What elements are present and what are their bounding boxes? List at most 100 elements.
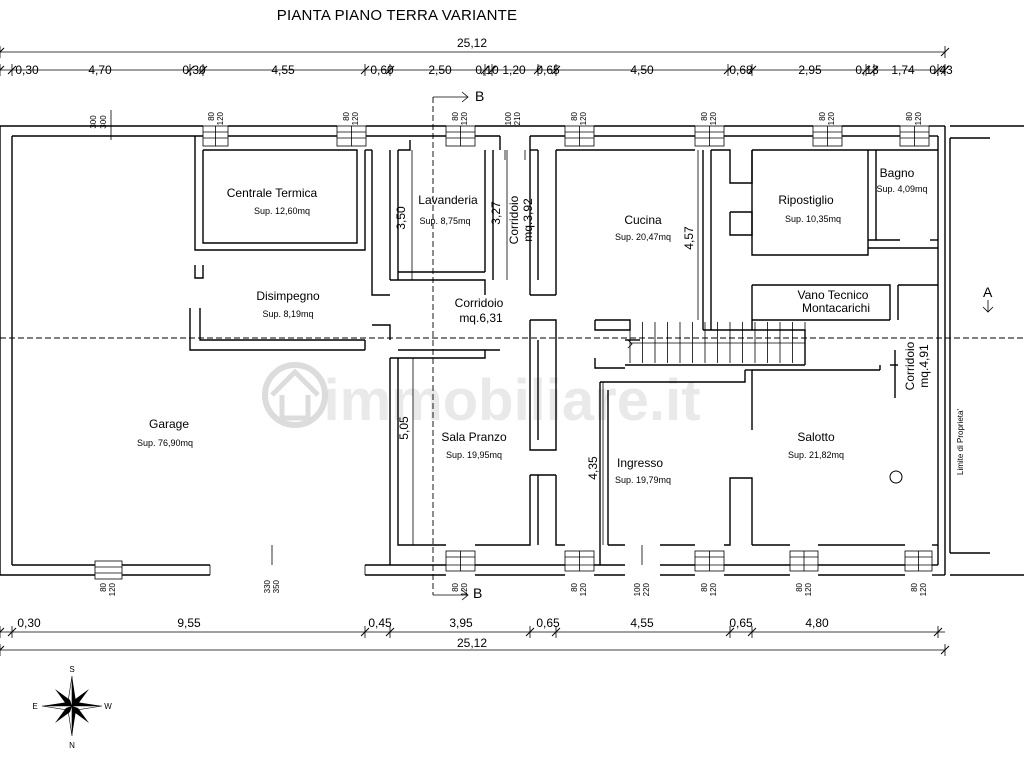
opening-bottom-4: 80 120 [564, 550, 595, 596]
room-garage: Garage Sup. 76,90mq [137, 417, 193, 448]
svg-text:Cucina: Cucina [624, 213, 662, 227]
svg-text:Corridoio: Corridoio [507, 195, 521, 244]
svg-text:Ripostiglio: Ripostiglio [778, 193, 834, 207]
interior-walls [189, 136, 938, 565]
opening-bottom-8: 80 120 [904, 550, 933, 596]
svg-text:80: 80 [342, 111, 351, 120]
svg-text:Bagno: Bagno [880, 166, 915, 180]
sala-pranzo-height-dim: 5,05 [397, 416, 411, 440]
room-corridoio-center: Corridoio mq.6,31 [455, 296, 504, 325]
opening-bottom-3: 80 120 [445, 550, 476, 596]
bottom-dim-7: 0,65 [729, 616, 753, 630]
svg-text:80: 80 [818, 111, 827, 120]
svg-text:100: 100 [633, 582, 642, 596]
top-dim-14: 1,74 [891, 63, 915, 77]
opening-bottom-7: 80 120 [789, 550, 819, 596]
opening-top-6: 80 120 [564, 111, 595, 147]
svg-text:Sup. 19,79mq: Sup. 19,79mq [615, 475, 671, 485]
opening-top-7: 80 120 [694, 111, 725, 147]
svg-text:Sup. 4,09mq: Sup. 4,09mq [876, 184, 927, 194]
opening-top-9: 80 120 [899, 111, 930, 147]
svg-text:80: 80 [570, 111, 579, 120]
bottom-dimension-lines: 0,30 9,55 0,45 3,95 0,65 4,55 0,65 4,80 … [0, 616, 950, 656]
room-dimension-lines: 3,50 3,27 4,57 5,05 4,35 [394, 150, 699, 545]
opening-top-4: 80 120 [445, 111, 476, 147]
room-ingresso: Ingresso Sup. 19,79mq [615, 456, 671, 485]
svg-text:330: 330 [263, 579, 272, 593]
watermark-text: immobiliare.it [323, 368, 700, 433]
compass-e-label: E [32, 702, 37, 711]
svg-text:120: 120 [827, 111, 836, 125]
exterior-walls [0, 125, 946, 576]
room-ripostiglio: Ripostiglio Sup. 10,35mq [778, 193, 841, 224]
svg-text:120: 120 [460, 582, 469, 596]
svg-text:Disimpegno: Disimpegno [256, 289, 320, 303]
opening-top-1: 300 300 [89, 110, 112, 140]
top-dim-11: 0,68 [729, 63, 753, 77]
svg-text:Sup. 21,82mq: Sup. 21,82mq [788, 450, 844, 460]
top-dim-10: 4,50 [630, 63, 654, 77]
svg-text:Garage: Garage [149, 417, 189, 431]
top-dim-13: 0,13 [855, 63, 879, 77]
svg-text:120: 120 [579, 111, 588, 125]
svg-text:Corridoio: Corridoio [903, 341, 917, 390]
corridoio-height-dim: 3,27 [489, 201, 503, 225]
bottom-dim-4: 3,95 [449, 616, 473, 630]
room-lavanderia: Lavanderia Sup. 8,75mq [418, 193, 478, 226]
section-b-bottom-label: B [473, 585, 482, 601]
opening-bottom-6: 80 120 [694, 550, 725, 596]
svg-text:Sup. 19,95mq: Sup. 19,95mq [446, 450, 502, 460]
top-dim-9: 0,65 [536, 63, 560, 77]
svg-text:120: 120 [460, 111, 469, 125]
compass-n-label: N [69, 741, 75, 750]
svg-text:120: 120 [579, 582, 588, 596]
opening-bottom-2: 330 350 [263, 579, 281, 593]
lavanderia-height-dim: 3,50 [394, 206, 408, 230]
svg-text:Montacarichi: Montacarichi [802, 301, 870, 315]
opening-bottom-1: 80 120 [94, 560, 123, 596]
top-dim-6: 2,50 [428, 63, 452, 77]
svg-text:120: 120 [919, 582, 928, 596]
top-dim-1: 0,30 [15, 63, 39, 77]
ingresso-height-dim: 4,35 [586, 456, 600, 480]
watermark: immobiliare.it [262, 362, 701, 433]
svg-text:80: 80 [700, 111, 709, 120]
neighbour-property [949, 125, 1024, 576]
svg-text:Sup. 12,60mq: Sup. 12,60mq [254, 206, 310, 216]
top-dim-12: 2,95 [798, 63, 822, 77]
svg-text:Sup. 76,90mq: Sup. 76,90mq [137, 438, 193, 448]
section-lines: B B A [0, 88, 1024, 601]
svg-text:Sup. 20,47mq: Sup. 20,47mq [615, 232, 671, 242]
bottom-dim-5: 0,65 [536, 616, 560, 630]
plan-title: PIANTA PIANO TERRA VARIANTE [277, 7, 517, 24]
top-dimension-lines: 25,12 0,30 4,70 0,30 4,55 0,60 2,50 0,10… [0, 36, 953, 77]
svg-text:80: 80 [99, 582, 108, 591]
room-salotto: Salotto Sup. 21,82mq [788, 430, 844, 460]
opening-top-8: 80 120 [812, 111, 843, 147]
svg-text:mq.3,92: mq.3,92 [521, 198, 535, 242]
top-total-dim: 25,12 [457, 36, 487, 50]
bottom-dim-6: 4,55 [630, 616, 654, 630]
bottom-dim-3: 0,45 [368, 616, 392, 630]
cucina-height-dim: 4,57 [682, 226, 696, 250]
svg-text:80: 80 [207, 111, 216, 120]
bottom-dim-2: 9,55 [177, 616, 201, 630]
opening-bottom-5: 100 220 [633, 582, 651, 596]
bottom-dim-1: 0,30 [17, 616, 41, 630]
room-disimpegno: Disimpegno Sup. 8,19mq [256, 289, 320, 319]
svg-text:120: 120 [108, 582, 117, 596]
room-corridoio-right: Corridoio mq.4,91 [903, 341, 931, 390]
bottom-dim-8: 4,80 [805, 616, 829, 630]
svg-text:Salotto: Salotto [797, 430, 835, 444]
svg-text:Ingresso: Ingresso [617, 456, 663, 470]
room-cucina: Cucina Sup. 20,47mq [615, 213, 671, 242]
top-dim-5: 0,60 [370, 63, 394, 77]
top-dim-8: 1,20 [502, 63, 526, 77]
room-centrale-termica: Centrale Termica Sup. 12,60mq [227, 186, 318, 216]
bottom-total-dim: 25,12 [457, 636, 487, 650]
room-bagno: Bagno Sup. 4,09mq [876, 166, 927, 194]
svg-text:Sup. 8,19mq: Sup. 8,19mq [262, 309, 313, 319]
svg-text:80: 80 [570, 582, 579, 591]
svg-text:Centrale Termica: Centrale Termica [227, 186, 318, 200]
